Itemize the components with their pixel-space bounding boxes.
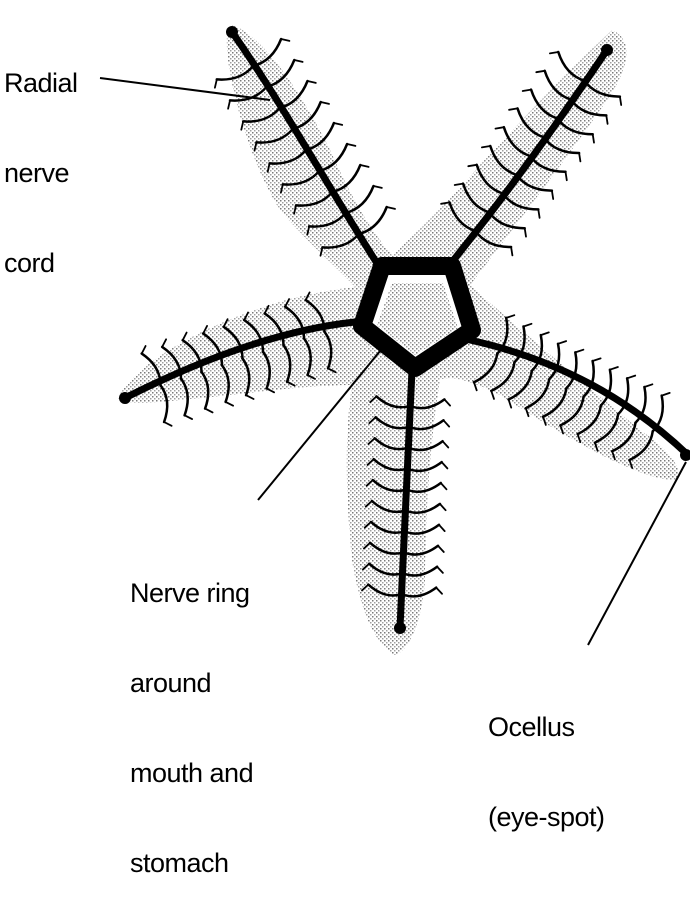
nerve-twig	[662, 393, 670, 396]
nerve-twig	[183, 333, 187, 341]
label-ocellus: Ocellus (eye-spot)	[488, 652, 605, 862]
cord-tip-left	[119, 392, 131, 404]
nerve-twig	[387, 207, 395, 209]
nerve-twig	[441, 483, 447, 489]
nerve-twig	[360, 165, 368, 167]
nerve-twig	[294, 60, 302, 62]
nerve-twig	[644, 384, 652, 387]
nerve-twig	[523, 90, 531, 91]
nerve-twig	[436, 588, 442, 594]
label-ring-line-1: Nerve ring	[130, 578, 253, 608]
nerve-twig	[444, 399, 450, 405]
label-nerve-ring: Nerve ring around mouth and stomach	[130, 518, 253, 908]
nerve-twig	[443, 441, 449, 447]
nerve-twig	[509, 108, 517, 109]
label-ring-line-2: around	[130, 668, 253, 698]
nerve-twig	[205, 409, 213, 413]
nerve-twig	[308, 81, 316, 83]
nerve-twig	[347, 144, 355, 146]
cord-tip-upper-left	[226, 26, 238, 38]
nerve-twig	[246, 395, 254, 399]
nerve-twig	[185, 415, 193, 419]
nerve-twig	[438, 546, 444, 552]
nerve-twig	[541, 332, 549, 335]
nerve-twig	[455, 184, 463, 185]
label-radial-line-2: nerve	[4, 158, 78, 188]
nerve-twig	[579, 153, 580, 161]
nerve-twig	[575, 350, 583, 353]
nerve-twig	[511, 247, 512, 255]
nerve-twig	[442, 462, 448, 468]
label-ocellus-line-1: Ocellus	[488, 712, 605, 742]
nerve-twig	[321, 102, 329, 104]
nerve-twig	[162, 339, 166, 347]
nerve-twig	[627, 376, 635, 379]
nerve-twig	[593, 134, 594, 142]
nerve-twig	[468, 165, 476, 166]
nerve-twig	[491, 391, 494, 399]
nerve-twig	[610, 367, 618, 370]
nerve-twig	[164, 422, 172, 426]
nerve-twig	[444, 420, 450, 426]
nerve-twig	[550, 52, 558, 53]
nerve-twig	[215, 79, 217, 87]
nerve-twig	[524, 324, 532, 327]
nerve-twig	[593, 358, 601, 361]
nerve-twig	[525, 228, 526, 236]
starfish-nervous-system-diagram	[0, 0, 690, 735]
nerve-twig	[620, 97, 621, 105]
cord-tip-upper-right	[601, 44, 613, 56]
nerve-twig	[439, 525, 445, 531]
nerve-twig	[142, 346, 146, 354]
nerve-twig	[374, 186, 382, 188]
nerve-twig	[482, 146, 490, 147]
nerve-twig	[226, 402, 234, 406]
nerve-twig	[440, 504, 446, 510]
nerve-twig	[538, 209, 539, 217]
nerve-twig	[558, 341, 566, 344]
nerve-twig	[606, 115, 607, 123]
nerve-twig	[536, 71, 544, 72]
label-ring-line-4: stomach	[130, 848, 253, 878]
label-ring-line-3: mouth and	[130, 758, 253, 788]
nerve-twig	[281, 39, 289, 41]
nerve-twig	[496, 127, 504, 128]
nerve-twig	[552, 191, 553, 199]
label-radial-line-3: cord	[4, 248, 78, 278]
leader-ocellus	[588, 462, 686, 645]
nerve-twig	[566, 172, 567, 180]
nerve-twig	[241, 121, 243, 129]
label-radial-line-1: Radial	[4, 68, 78, 98]
cord-tip-bottom	[394, 622, 406, 634]
label-radial-nerve-cord: Radial nerve cord	[4, 8, 78, 308]
nerve-twig	[506, 315, 514, 318]
label-ocellus-line-2: (eye-spot)	[488, 802, 605, 832]
nerve-twig	[228, 100, 230, 108]
nerve-twig	[437, 567, 443, 573]
nerve-twig	[334, 123, 342, 125]
